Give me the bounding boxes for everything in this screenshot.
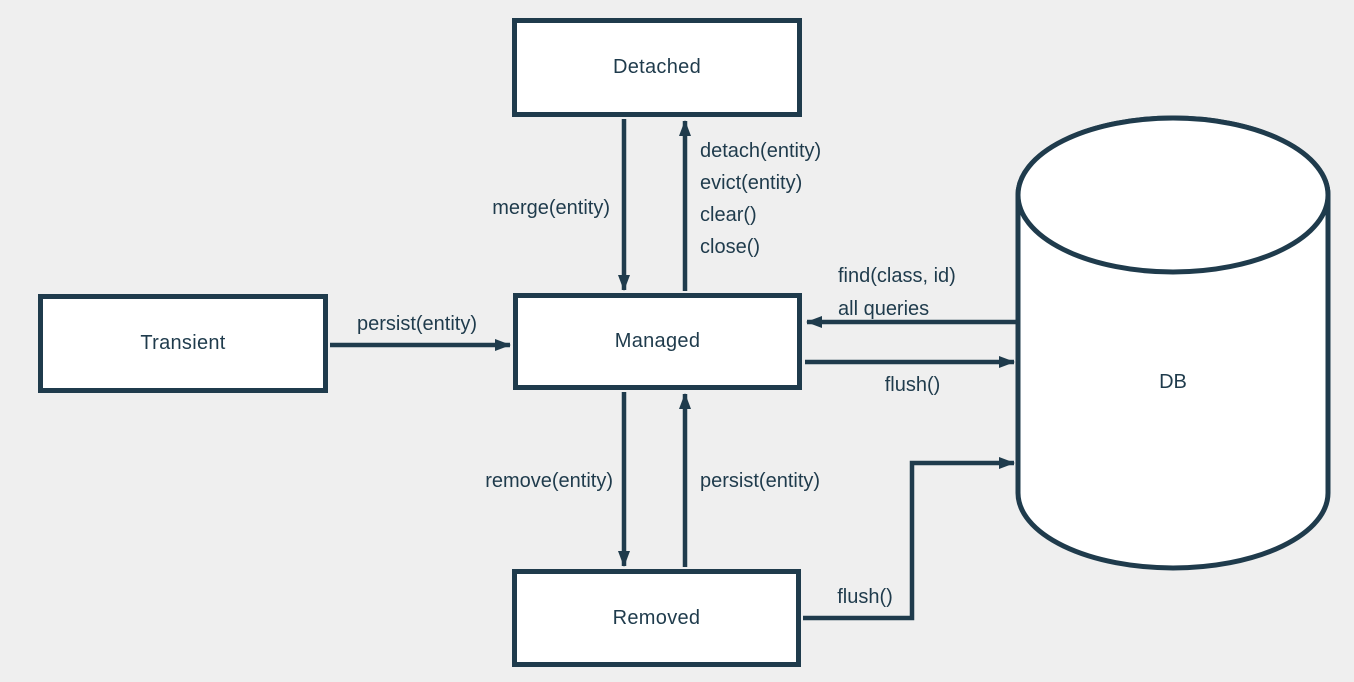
edge-label-close: close() bbox=[700, 236, 761, 258]
edge-label-all-queries: all queries bbox=[838, 298, 930, 320]
edge-label-find: find(class, id) bbox=[838, 265, 956, 287]
node-detached-label: Detached bbox=[612, 56, 701, 78]
edge-label-flush-removed: flush() bbox=[837, 586, 893, 608]
edge-label-flush-managed: flush() bbox=[884, 374, 941, 396]
edge-label-evict: evict(entity) bbox=[700, 172, 803, 194]
node-transient: Transient bbox=[38, 294, 328, 393]
edge-label-merge: merge(entity) bbox=[492, 197, 610, 219]
edge-label-find-group: find(class, id) all queries bbox=[838, 260, 956, 326]
node-removed: Removed bbox=[512, 569, 801, 667]
node-transient-label: Transient bbox=[140, 332, 226, 354]
db-cylinder bbox=[1015, 115, 1331, 571]
db-cylinder-top bbox=[1015, 115, 1331, 275]
edge-label-remove: remove(entity) bbox=[485, 470, 613, 492]
node-managed-label: Managed bbox=[614, 330, 701, 352]
edge-label-persist-removed: persist(entity) bbox=[700, 470, 821, 492]
node-removed-label: Removed bbox=[612, 606, 701, 629]
node-detached: Detached bbox=[512, 18, 802, 117]
edge-label-detach: detach(entity) bbox=[700, 140, 822, 162]
edge-label-persist-transient: persist(entity) bbox=[356, 313, 478, 335]
edge-label-detach-group: detach(entity) evict(entity) clear() clo… bbox=[700, 135, 821, 263]
edge-label-clear: clear() bbox=[700, 204, 757, 226]
node-db-label: DB bbox=[1159, 371, 1187, 393]
arrow-flush-removed-to-db bbox=[803, 457, 1015, 621]
node-managed: Managed bbox=[513, 293, 802, 390]
